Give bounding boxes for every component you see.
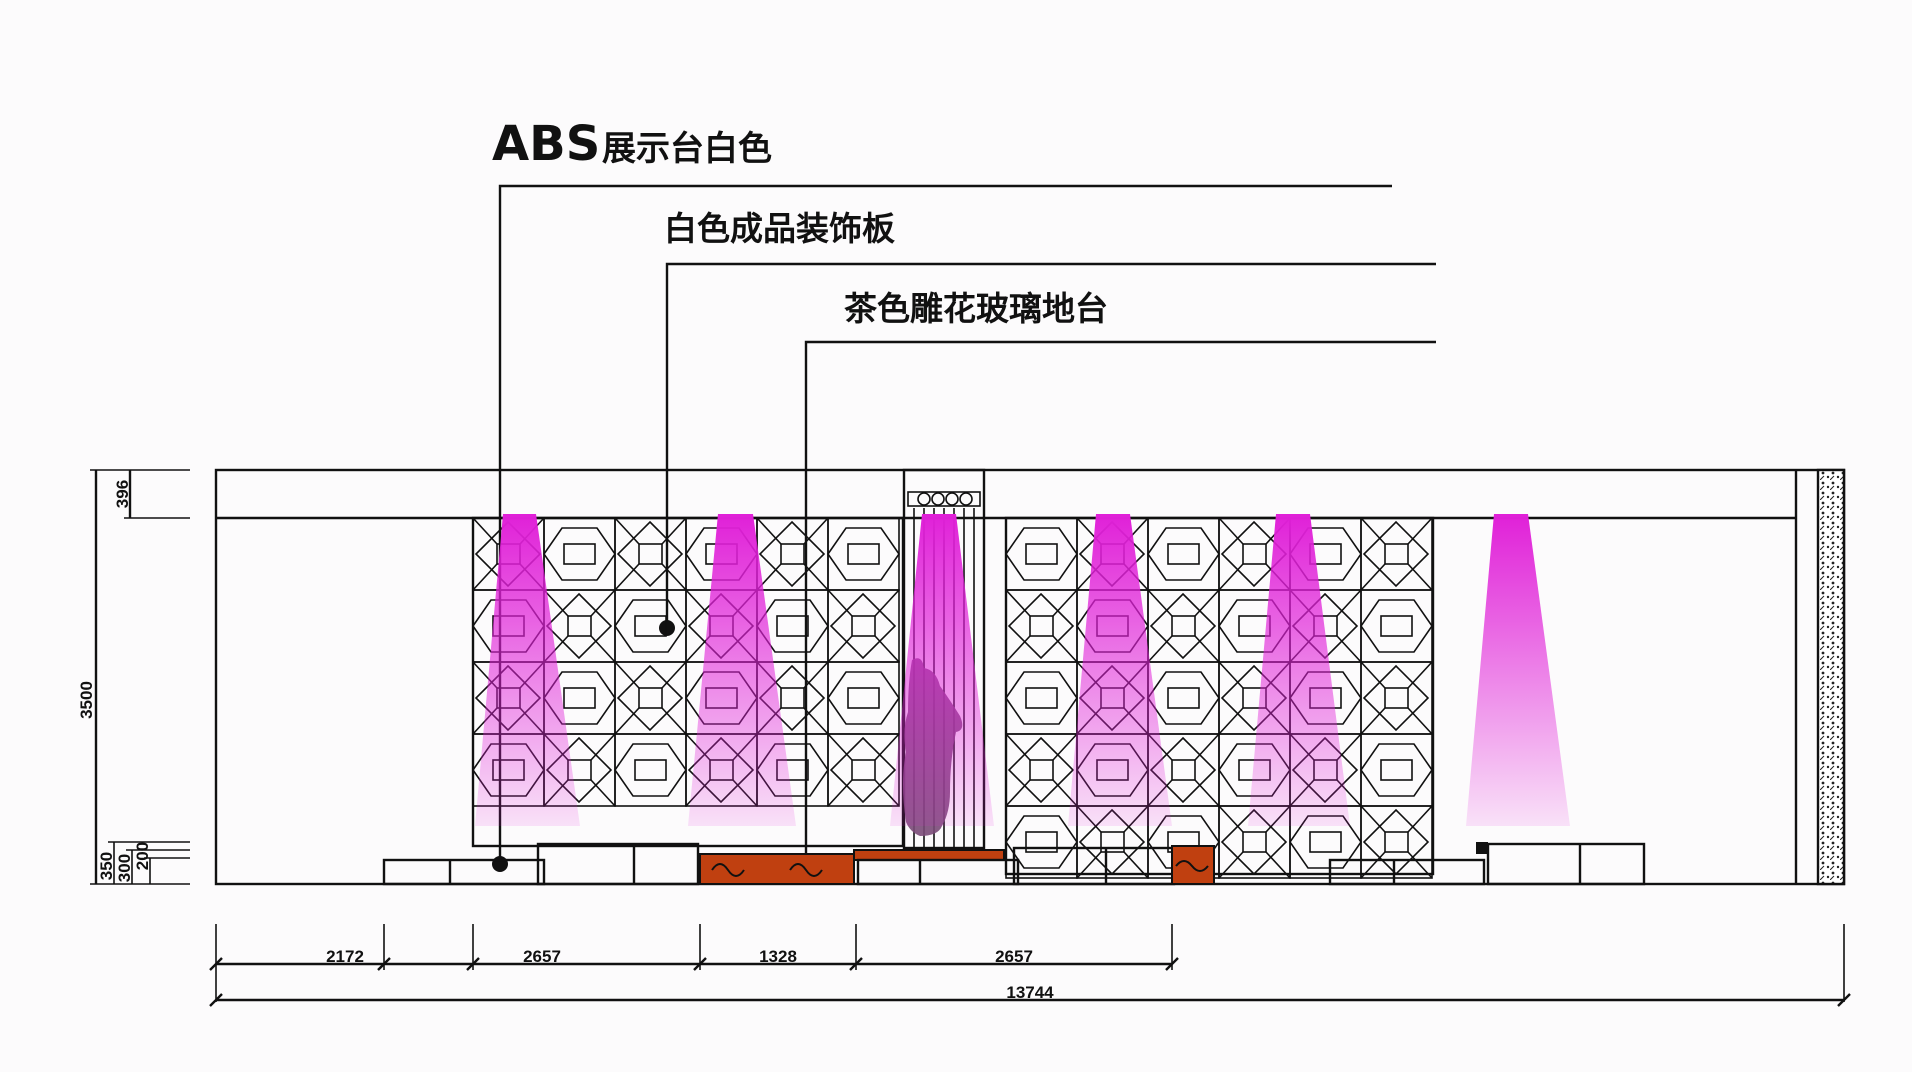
floor-platforms bbox=[382, 842, 1646, 886]
tea-glass-platform bbox=[1171, 845, 1215, 885]
callout-abs: ABS 展示台白色 bbox=[492, 116, 1392, 872]
dim-segment-1: 2172 bbox=[326, 947, 364, 966]
elevation-frame bbox=[214, 468, 1846, 886]
bottom-dimensions: 2172 2657 1328 2657 13744 bbox=[209, 924, 1851, 1007]
left-dimensions: 3500 396 350 300 200 bbox=[77, 469, 190, 885]
light-beam bbox=[1068, 514, 1172, 826]
callout-glass-platform-text: 茶色雕花玻璃地台 bbox=[844, 289, 1108, 328]
spotlight-beams bbox=[475, 514, 1570, 826]
dim-total: 13744 bbox=[1006, 983, 1054, 1002]
dim-left-350: 350 bbox=[97, 852, 116, 880]
light-beam bbox=[688, 514, 796, 826]
light-beam bbox=[1248, 514, 1350, 826]
dim-segment-3: 1328 bbox=[759, 947, 797, 966]
dim-segment-2: 2657 bbox=[523, 947, 561, 966]
dim-left-200: 200 bbox=[133, 842, 152, 870]
callout-abs-text: 展示台白色 bbox=[602, 129, 772, 169]
dim-segment-4: 2657 bbox=[995, 947, 1033, 966]
tea-glass-platform bbox=[853, 849, 1005, 861]
dim-left-300: 300 bbox=[115, 854, 134, 882]
callout-white-panel-text: 白色成品装饰板 bbox=[664, 209, 895, 248]
decorative-panel-right bbox=[1004, 516, 1435, 879]
light-beam bbox=[1466, 514, 1570, 826]
light-beam bbox=[890, 514, 994, 826]
dim-left-height: 3500 bbox=[77, 681, 96, 719]
light-beam bbox=[475, 514, 580, 826]
callout-abs-prefix: ABS bbox=[492, 116, 600, 172]
callout-white-panel: 白色成品装饰板 bbox=[659, 209, 1436, 636]
tea-glass-platform bbox=[699, 853, 855, 885]
dim-left-top: 396 bbox=[113, 480, 132, 508]
